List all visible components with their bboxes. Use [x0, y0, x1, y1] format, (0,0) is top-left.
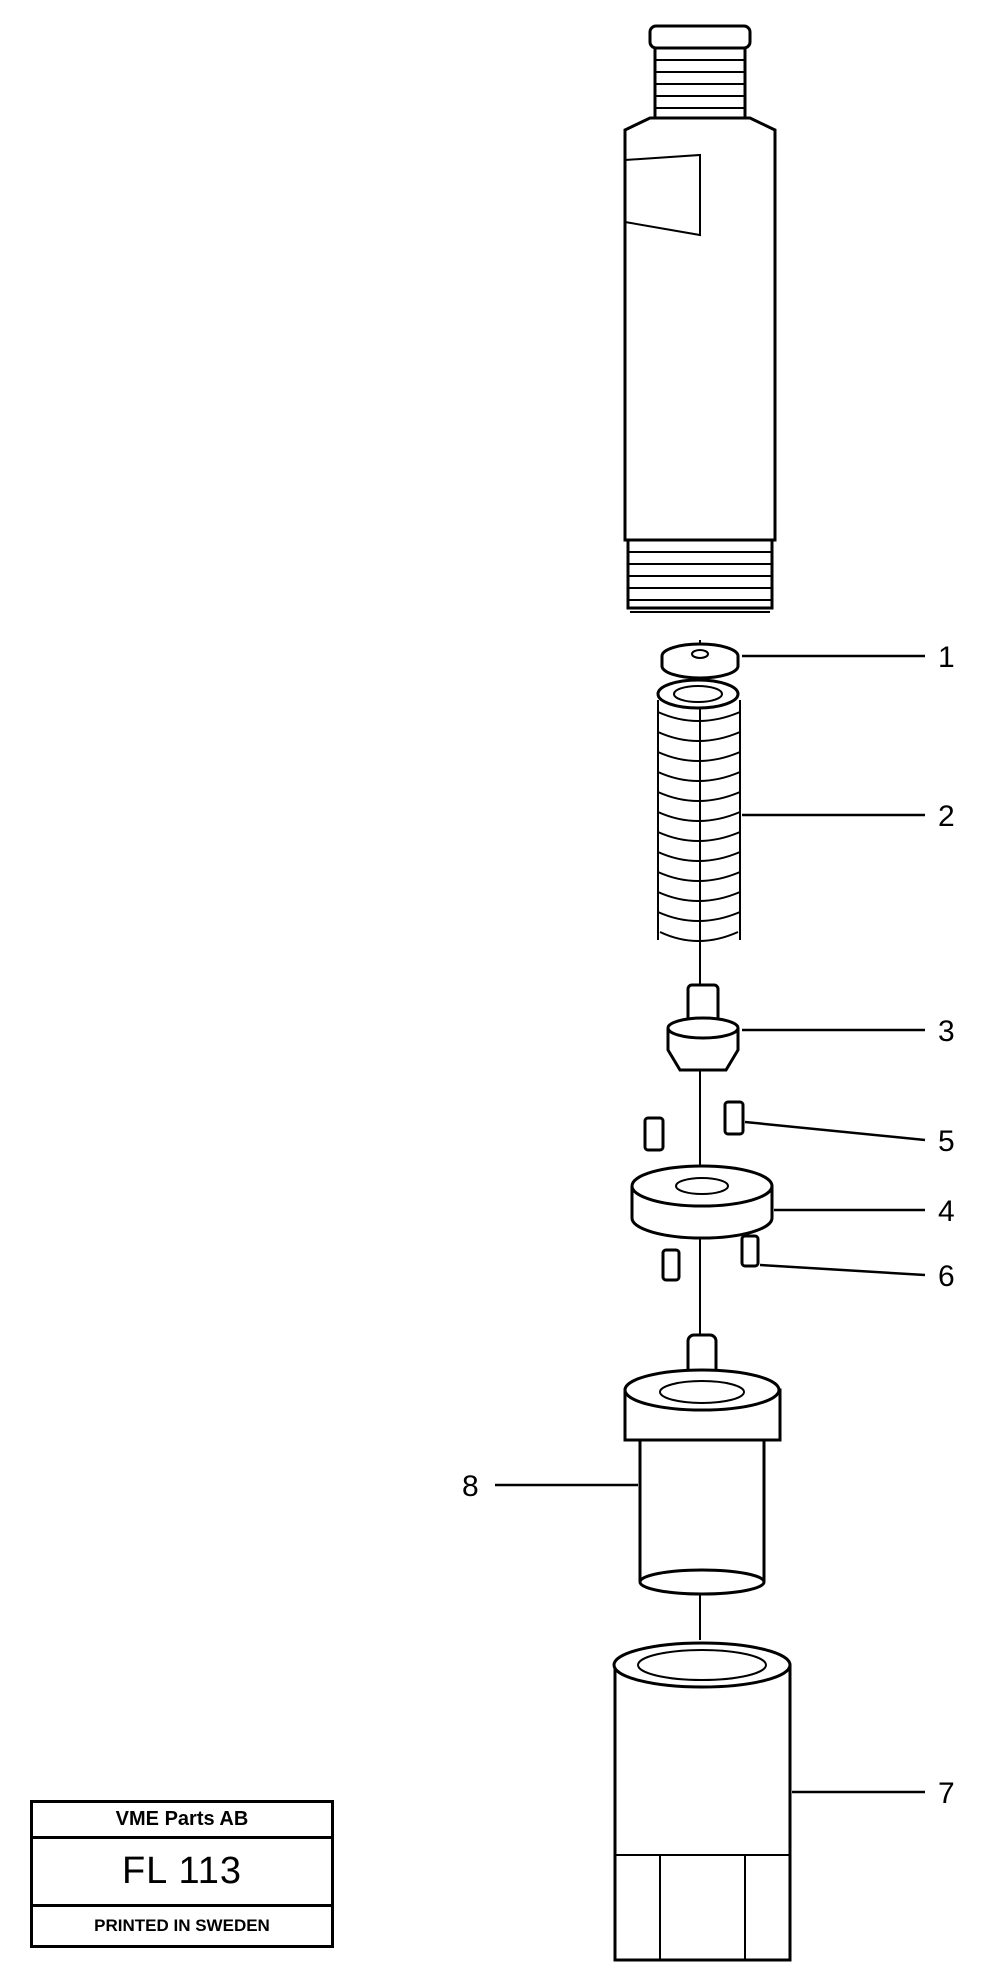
callout-3: 3 — [938, 1015, 955, 1048]
part-spring-seat — [666, 983, 740, 1072]
callout-7: 7 — [938, 1777, 955, 1810]
callout-8: 8 — [462, 1470, 479, 1503]
leader-5 — [744, 1120, 926, 1142]
part-lower-pins — [661, 1234, 760, 1282]
part-spring — [656, 678, 741, 942]
title-block-company: VME Parts AB — [33, 1803, 331, 1839]
callout-5: 5 — [938, 1125, 955, 1158]
title-block-drawing-code: FL 113 — [33, 1839, 331, 1907]
leader-6 — [759, 1263, 926, 1277]
callout-4: 4 — [938, 1195, 955, 1228]
callout-1: 1 — [938, 641, 955, 674]
title-block-footer: PRINTED IN SWEDEN — [94, 1916, 270, 1935]
part-upper-pins — [643, 1100, 745, 1152]
callout-6: 6 — [938, 1260, 955, 1293]
title-block: VME Parts AB FL 113 PRINTED IN SWEDEN — [30, 1800, 334, 1948]
injector-holder-body — [623, 24, 777, 613]
part-washer — [660, 642, 740, 680]
part-nozzle — [623, 1333, 782, 1596]
callout-2: 2 — [938, 800, 955, 833]
part-nozzle-nut — [612, 1641, 792, 1962]
part-intermediate-washer — [630, 1164, 774, 1240]
